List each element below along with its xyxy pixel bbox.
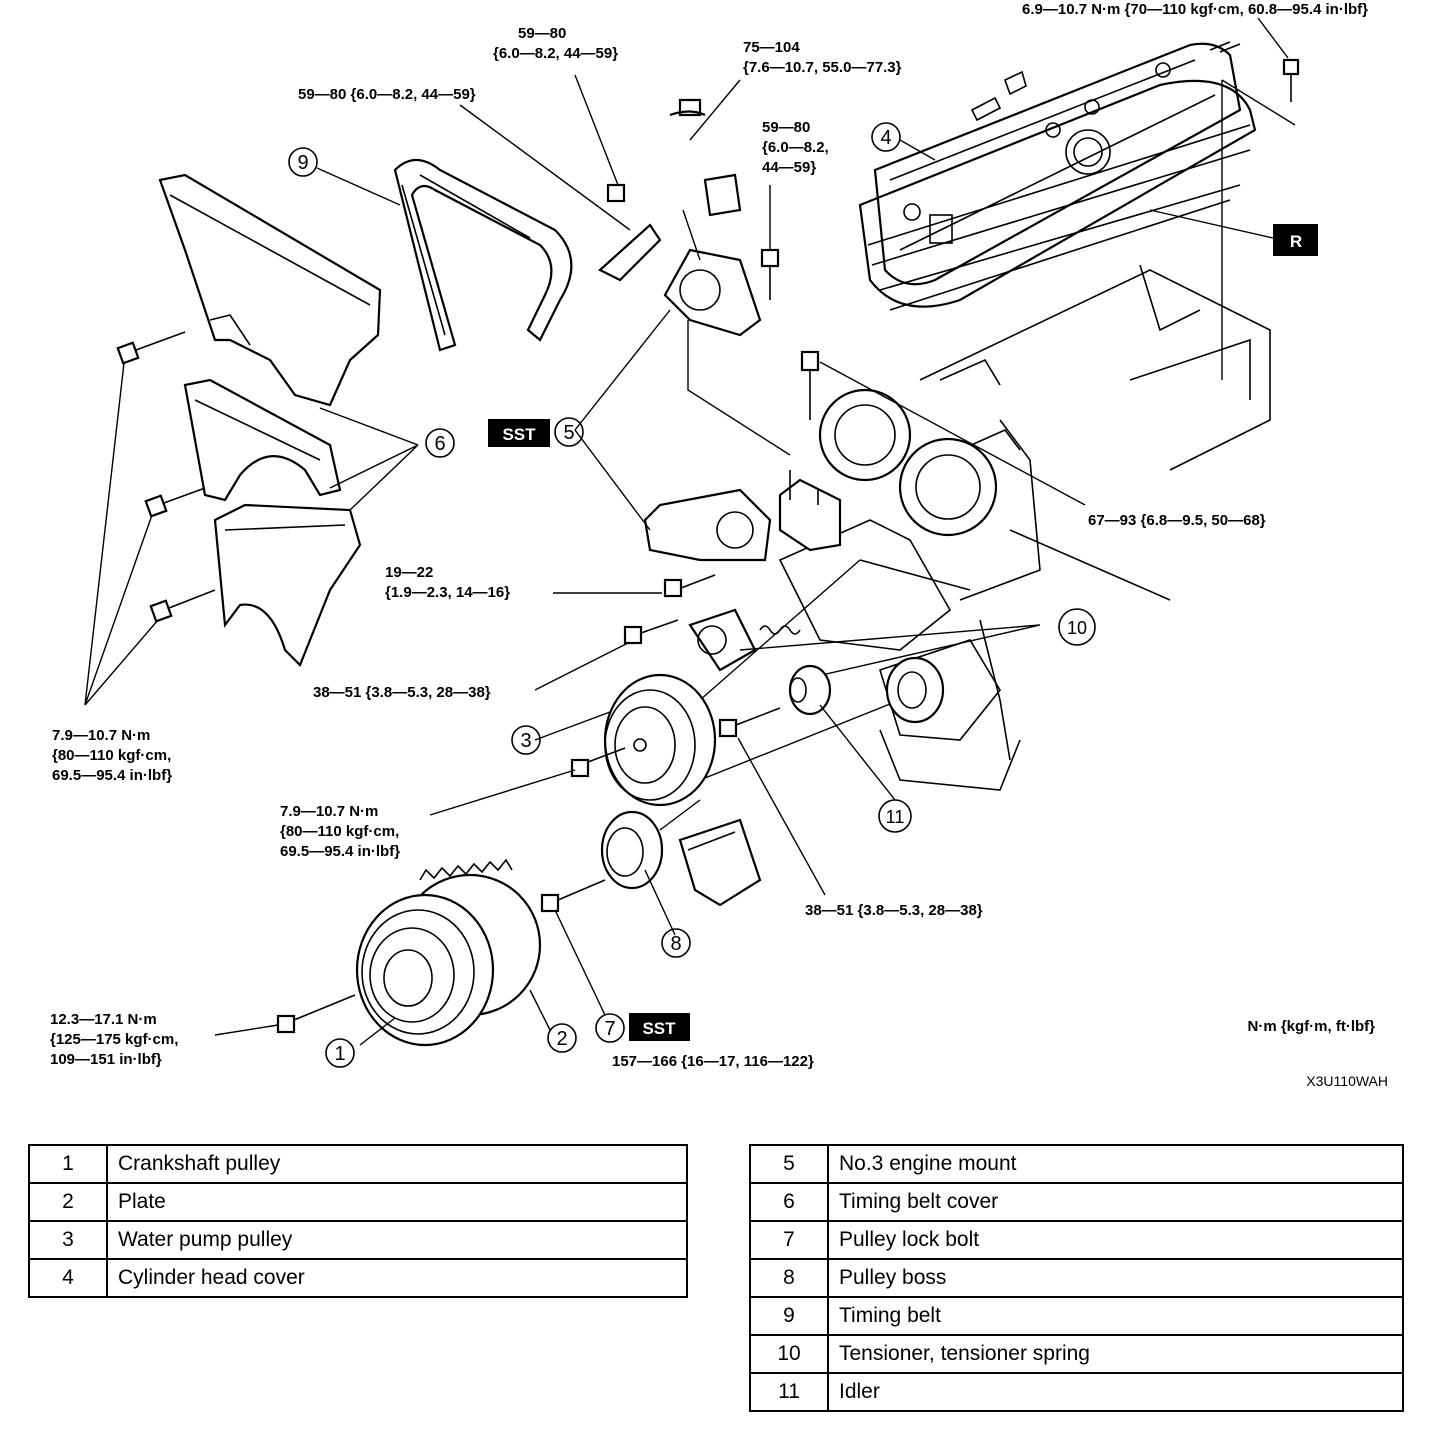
svg-text:1: 1	[334, 1043, 345, 1065]
svg-text:3: 3	[520, 730, 531, 752]
svg-text:69.5—95.4 in·lbf}: 69.5—95.4 in·lbf}	[52, 767, 172, 784]
torque-7-9-mid: 7.9—10.7 N·m {80—110 kgf·cm, 69.5—95.4 i…	[280, 803, 400, 860]
svg-text:10: 10	[1067, 618, 1087, 638]
r-gasket-badge	[1273, 224, 1318, 256]
cover-bolts-left	[84, 331, 216, 706]
svg-text:11: 11	[886, 807, 905, 827]
r-gasket-label: R	[1290, 232, 1302, 251]
idler-drawing	[788, 664, 896, 801]
svg-text:{80—110 kgf·cm,: {80—110 kgf·cm,	[52, 747, 171, 764]
svg-text:7.9—10.7 N·m: 7.9—10.7 N·m	[280, 803, 378, 820]
svg-text:9: 9	[297, 152, 308, 174]
torque-67-93: 67—93 {6.8—9.5, 50—68}	[1088, 512, 1266, 529]
svg-text:7: 7	[604, 1018, 615, 1040]
svg-text:59—80: 59—80	[518, 25, 566, 42]
torque-19-22: 19—22 {1.9—2.3, 14—16}	[385, 564, 510, 601]
svg-text:59—80: 59—80	[762, 119, 810, 136]
callout-8: 8	[661, 928, 691, 958]
callout-5: 5	[554, 417, 584, 447]
torque-59-80-c: 59—80 {6.0—8.2, 44—59}	[762, 119, 829, 176]
svg-text:8: 8	[670, 933, 681, 955]
engine-block-drawing	[778, 264, 1271, 791]
svg-text:75—104: 75—104	[743, 39, 800, 56]
svg-text:44—59}: 44—59}	[762, 159, 816, 176]
units-note: N·m {kgf·m, ft·lbf}	[1248, 1018, 1376, 1035]
torque-75-104: 75—104 {7.6—10.7, 55.0—77.3}	[743, 39, 902, 76]
crankshaft-pulley-drawing	[355, 893, 495, 1047]
middle-timing-belt-cover-drawing	[183, 378, 342, 502]
svg-text:7.9—10.7 N·m: 7.9—10.7 N·m	[52, 727, 150, 744]
svg-text:{125—175 kgf·cm,: {125—175 kgf·cm,	[50, 1031, 178, 1048]
timing-belt-drawing	[393, 158, 573, 352]
sst-badge-engine-mount: SST	[488, 419, 550, 447]
callout-1: 1	[325, 1038, 355, 1068]
torque-38-51-b: 38—51 {3.8—5.3, 28—38}	[805, 902, 983, 919]
torque-7-9-left: 7.9—10.7 N·m {80—110 kgf·cm, 69.5—95.4 i…	[52, 727, 172, 784]
torque-cover-bolt: 6.9—10.7 N·m {70—110 kgf·cm, 60.8—95.4 i…	[1022, 1, 1368, 18]
cover-bolt	[1221, 17, 1300, 380]
torque-12-3: 12.3—17.1 N·m {125—175 kgf·cm, 109—151 i…	[50, 1011, 178, 1068]
callout-2: 2	[547, 1023, 577, 1053]
svg-text:109—151 in·lbf}: 109—151 in·lbf}	[50, 1051, 162, 1068]
callout-4: 4	[871, 122, 901, 152]
lower-timing-belt-cover-drawing	[213, 503, 362, 667]
torque-38-51-a: 38—51 {3.8—5.3, 28—38}	[313, 684, 491, 701]
callout-11: 11	[878, 799, 912, 833]
svg-text:SST: SST	[502, 425, 536, 444]
torque-59-80-b: 59—80 {6.0—8.2, 44—59}	[298, 86, 476, 103]
callout-9: 9	[288, 147, 318, 177]
svg-text:5: 5	[563, 422, 574, 444]
exploded-view-diagram: R	[50, 1, 1388, 1089]
torque-157-166: 157—166 {16—17, 116—122}	[612, 1053, 814, 1070]
svg-text:{7.6—10.7, 55.0—77.3}: {7.6—10.7, 55.0—77.3}	[743, 59, 902, 76]
callout-6: 6	[425, 428, 455, 458]
svg-text:4: 4	[880, 127, 891, 149]
svg-text:6: 6	[434, 433, 445, 455]
callout-3: 3	[511, 725, 541, 755]
svg-text:{6.0—8.2,: {6.0—8.2,	[762, 139, 829, 156]
pulley-boss-drawing	[600, 810, 676, 936]
tensioner-drawing	[688, 608, 1041, 681]
water-pump-pulley-drawing	[534, 673, 717, 807]
cylinder-head-cover-drawing	[858, 41, 1257, 311]
svg-text:{1.9—2.3, 14—16}: {1.9—2.3, 14—16}	[385, 584, 510, 601]
engine-mount-drawing	[574, 98, 842, 562]
callout-10: 10	[1058, 608, 1096, 646]
svg-text:19—22: 19—22	[385, 564, 433, 581]
svg-text:12.3—17.1 N·m: 12.3—17.1 N·m	[50, 1011, 157, 1028]
figure-code: X3U110WAH	[1306, 1073, 1388, 1089]
callout-7: 7	[595, 1013, 625, 1043]
sst-badge-lock-bolt: SST	[629, 1013, 690, 1041]
svg-text:SST: SST	[642, 1019, 676, 1038]
torque-59-80-a: 59—80 {6.0—8.2, 44—59}	[493, 25, 618, 62]
svg-text:2: 2	[556, 1028, 567, 1050]
svg-text:{6.0—8.2, 44—59}: {6.0—8.2, 44—59}	[493, 45, 618, 62]
upper-timing-belt-cover-drawing	[158, 173, 382, 407]
svg-text:{80—110 kgf·cm,: {80—110 kgf·cm,	[280, 823, 399, 840]
svg-text:69.5—95.4 in·lbf}: 69.5—95.4 in·lbf}	[280, 843, 400, 860]
